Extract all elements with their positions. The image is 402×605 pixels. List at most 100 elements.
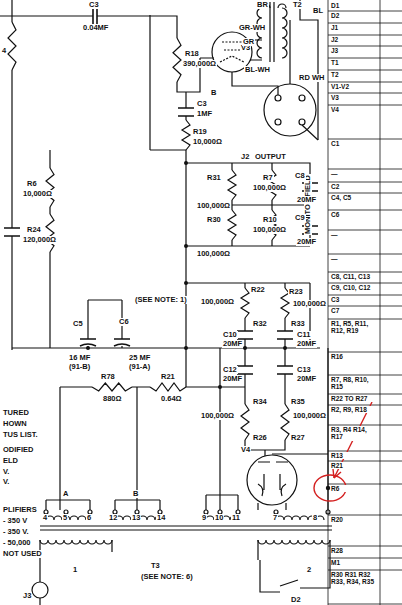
resistor-symbol	[150, 383, 186, 391]
part-label: R30	[206, 216, 222, 224]
part-label: 100,000Ω	[200, 412, 235, 420]
wire	[185, 92, 186, 348]
transformer-core	[270, 2, 274, 62]
wire	[186, 163, 310, 246]
part-label: C3	[196, 100, 208, 108]
wire	[11, 0, 12, 350]
resistor-symbol	[8, 22, 16, 70]
wire	[46, 348, 238, 510]
table-cell: V4	[331, 106, 377, 113]
transformer-winding	[40, 540, 112, 544]
table-cell: T1	[331, 59, 377, 66]
table-grid	[328, 0, 402, 605]
resistor-symbol	[241, 404, 249, 440]
junction-dot	[184, 161, 188, 165]
table-cell: C6	[331, 211, 377, 218]
part-label: R18	[184, 50, 200, 58]
table-cell: R30 R31 R32 R33, R34, R35	[331, 571, 377, 586]
transformer-winding	[257, 8, 262, 58]
part-label: 100,000Ω	[200, 298, 235, 306]
table-cell: R22 TO R27	[331, 395, 377, 402]
wire	[40, 540, 330, 560]
capacitor-symbol	[93, 8, 97, 24]
part-label: R33	[290, 320, 306, 328]
part-label: R26	[252, 434, 268, 442]
part-label: 7	[272, 514, 278, 522]
part-label: B	[132, 490, 139, 498]
table-cell: R28	[331, 547, 377, 554]
wire	[0, 16, 214, 92]
part-label: 4	[42, 514, 48, 522]
capacitor-symbol	[237, 366, 293, 374]
wire	[60, 348, 245, 387]
junction-dot	[86, 161, 330, 490]
part-label: (SEE NOTE: 6)	[140, 573, 194, 581]
resistor-symbol	[46, 214, 54, 252]
part-label: 13	[131, 514, 141, 522]
note-text: - 350 V.	[2, 528, 30, 536]
table-cell: J1	[331, 24, 377, 31]
socket-pin	[299, 119, 305, 125]
part-label: T2	[292, 1, 303, 9]
part-label: 880Ω	[102, 395, 123, 403]
part-label: B	[210, 89, 217, 97]
table-cell: C3	[331, 296, 377, 303]
part-label: BR	[256, 1, 269, 9]
table-cell: V3	[331, 94, 377, 101]
tube-electrode	[258, 462, 288, 496]
note-text: HOWN	[2, 420, 28, 428]
transformer-winding	[40, 4, 330, 560]
part-label: C11	[296, 331, 311, 339]
part-label: 20MF	[296, 340, 317, 348]
part-label: 100,000Ω	[252, 226, 287, 234]
capacitor-symbol	[4, 8, 318, 374]
part-label: 2	[306, 566, 312, 574]
part-label: R27	[290, 434, 306, 442]
part-label: C9	[294, 214, 306, 222]
part-label: C13	[296, 366, 312, 374]
junction-dot	[184, 346, 188, 350]
note-text: ELD	[2, 457, 19, 465]
table-cell: C2	[331, 183, 377, 190]
junction-dot	[218, 385, 222, 389]
part-label: R24	[26, 226, 42, 234]
resistor-symbol	[268, 210, 276, 240]
part-label: (91-B)	[68, 363, 91, 371]
table-cell: T2	[331, 71, 377, 78]
part-label: R35	[290, 398, 306, 406]
part-label: R19	[192, 128, 208, 136]
table-cell: —	[331, 170, 377, 177]
wire	[150, 15, 186, 150]
part-label: 100,000Ω	[292, 412, 327, 420]
note-text: TUS LIST.	[2, 431, 39, 439]
part-label: 20MF	[296, 375, 317, 383]
note-text: PLIFIERS	[2, 506, 38, 514]
transformer-winding	[258, 540, 330, 544]
part-label: 20MF	[222, 340, 243, 348]
wire	[40, 560, 330, 605]
table-cell: R16	[331, 353, 377, 360]
part-label: 0.64Ω	[160, 395, 183, 403]
part-label: 100,000Ω	[252, 184, 287, 192]
part-label: R32	[252, 320, 268, 328]
socket-pin	[275, 119, 281, 125]
part-label: 25 MF	[128, 354, 151, 362]
part-label: 100,000Ω	[292, 300, 327, 308]
table-rule	[328, 604, 402, 605]
part-label: R23	[288, 288, 304, 296]
table-rule	[328, 0, 380, 605]
part-label: MONITOR FIELD	[304, 174, 312, 235]
part-label: R7	[262, 174, 274, 182]
part-label: A	[62, 490, 69, 498]
part-label: BL-WH	[244, 66, 271, 74]
part-label: J3	[22, 592, 32, 600]
note-text: ODIFIED	[2, 446, 34, 454]
transformer-core	[40, 526, 332, 530]
table-cell: J3	[331, 47, 377, 54]
part-label: (SEE NOTE: 1)	[134, 296, 188, 304]
part-label: 16 MF	[68, 354, 91, 362]
table-cell: C8, C11, C13	[331, 273, 377, 280]
wire	[232, 0, 318, 140]
table-cell: C7	[331, 307, 377, 314]
part-label: OUTPUT	[254, 153, 287, 161]
